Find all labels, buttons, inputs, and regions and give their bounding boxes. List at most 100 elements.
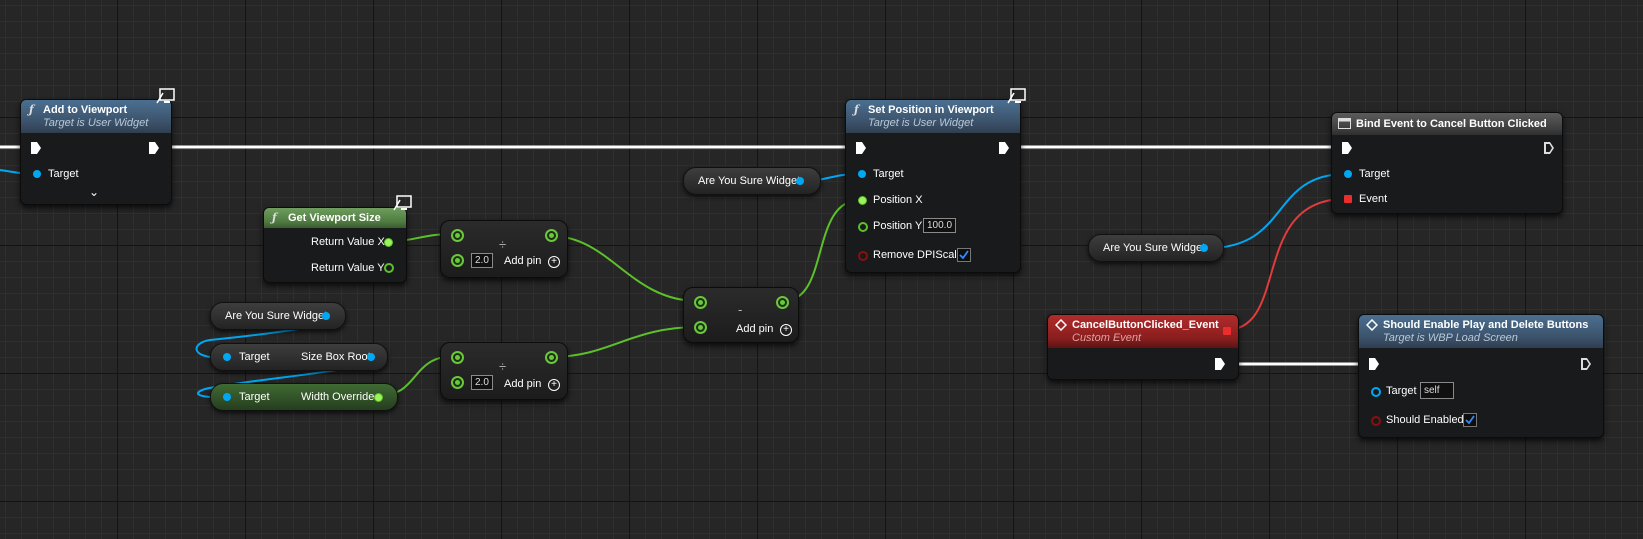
get-viewport-size-header[interactable]: ƒ Get Viewport Size bbox=[264, 208, 406, 228]
exec-out-pin[interactable] bbox=[1581, 358, 1591, 370]
target-label: Target bbox=[48, 168, 79, 180]
remove-dpi-pin[interactable] bbox=[858, 251, 868, 261]
bind-event-header[interactable]: Bind Event to Cancel Button Clicked bbox=[1332, 113, 1562, 135]
return-x-pin[interactable] bbox=[384, 238, 393, 247]
divide-operator: ÷ bbox=[499, 359, 507, 374]
should-enable-header[interactable]: Should Enable Play and Delete Buttons Ta… bbox=[1359, 315, 1603, 348]
position-y-pin[interactable] bbox=[858, 222, 868, 232]
add-to-viewport-node[interactable]: ƒ Add to Viewport Target is User Widget … bbox=[20, 99, 172, 205]
remove-dpi-label: Remove DPIScale bbox=[873, 249, 963, 261]
exec-in-pin[interactable] bbox=[1369, 358, 1379, 370]
return-y-label: Return Value Y bbox=[311, 262, 385, 274]
divide-input-a-pin[interactable] bbox=[451, 351, 464, 364]
checkmark-icon bbox=[959, 250, 969, 260]
divide-input-a-pin[interactable] bbox=[451, 229, 464, 242]
target-in-pin[interactable] bbox=[223, 353, 231, 361]
divide-input-b-pin[interactable] bbox=[451, 376, 464, 389]
function-icon: ƒ bbox=[272, 211, 277, 224]
delegate-out-pin[interactable] bbox=[1223, 327, 1231, 335]
monitor-icon bbox=[393, 195, 412, 211]
divide-output-pin[interactable] bbox=[545, 351, 558, 364]
position-x-pin[interactable] bbox=[858, 196, 867, 205]
add-pin-icon[interactable]: + bbox=[780, 324, 792, 336]
return-y-pin[interactable] bbox=[384, 263, 394, 273]
exec-in-pin[interactable] bbox=[1342, 142, 1352, 154]
are-you-sure-widget-getter[interactable]: Are You Sure Widget bbox=[1088, 234, 1224, 262]
subtract-input-a-pin[interactable] bbox=[694, 296, 707, 309]
divide-node-top[interactable]: 2.0 ÷ Add pin + bbox=[440, 220, 568, 278]
divide-input-b-pin[interactable] bbox=[451, 254, 464, 267]
add-pin-label[interactable]: Add pin bbox=[504, 255, 542, 267]
position-x-label: Position X bbox=[873, 194, 923, 206]
delegate-wire-event-to-bind bbox=[1225, 198, 1346, 331]
are-you-sure-widget-getter[interactable]: Are You Sure Widget bbox=[210, 302, 346, 330]
divisor-field[interactable]: 2.0 bbox=[471, 253, 493, 268]
target-label: Target bbox=[239, 351, 270, 363]
exec-out-pin[interactable] bbox=[1215, 358, 1225, 370]
node-title: Get Viewport Size bbox=[288, 212, 381, 224]
target-pin[interactable] bbox=[1371, 387, 1381, 397]
node-title: Add to Viewport bbox=[43, 104, 128, 116]
divide-output-pin[interactable] bbox=[545, 229, 558, 242]
add-pin-icon[interactable]: + bbox=[548, 256, 560, 268]
variable-label: Are You Sure Widget bbox=[698, 175, 801, 187]
should-enable-buttons-node[interactable]: Should Enable Play and Delete Buttons Ta… bbox=[1358, 314, 1604, 438]
add-to-viewport-header[interactable]: ƒ Add to Viewport Target is User Widget bbox=[21, 100, 171, 133]
target-in-pin[interactable] bbox=[223, 393, 231, 401]
exec-in-pin[interactable] bbox=[856, 142, 866, 154]
object-out-pin[interactable] bbox=[322, 312, 330, 320]
event-header[interactable]: CancelButtonClicked_Event Custom Event bbox=[1048, 315, 1238, 348]
subtract-operator: - bbox=[738, 302, 743, 317]
object-out-pin[interactable] bbox=[367, 353, 375, 361]
divide-operator: ÷ bbox=[499, 237, 507, 252]
checkmark-icon bbox=[1465, 415, 1475, 425]
target-label: Target bbox=[1359, 168, 1390, 180]
set-position-in-viewport-node[interactable]: ƒ Set Position in Viewport Target is Use… bbox=[845, 99, 1021, 273]
variable-label: Are You Sure Widget bbox=[225, 310, 328, 322]
node-title: Set Position in Viewport bbox=[868, 104, 994, 116]
exec-in-pin[interactable] bbox=[31, 142, 41, 154]
exec-out-pin[interactable] bbox=[149, 142, 159, 154]
target-pin[interactable] bbox=[33, 170, 41, 178]
subtract-output-pin[interactable] bbox=[776, 296, 789, 309]
monitor-icon bbox=[1007, 88, 1026, 104]
exec-out-pin[interactable] bbox=[1544, 142, 1554, 154]
are-you-sure-widget-getter[interactable]: Are You Sure Widget bbox=[683, 167, 821, 195]
float-out-pin[interactable] bbox=[374, 393, 383, 402]
subtract-node[interactable]: - Add pin + bbox=[683, 287, 799, 343]
add-pin-label[interactable]: Add pin bbox=[736, 323, 774, 335]
should-enabled-checkbox[interactable] bbox=[1463, 413, 1477, 427]
divisor-field[interactable]: 2.0 bbox=[471, 375, 493, 390]
return-x-label: Return Value X bbox=[311, 236, 385, 248]
should-enabled-pin[interactable] bbox=[1371, 416, 1381, 426]
target-label: Target bbox=[873, 168, 904, 180]
object-out-pin[interactable] bbox=[1200, 244, 1208, 252]
size-box-root-label: Size Box Root bbox=[301, 351, 371, 363]
size-box-root-getter[interactable]: Target Size Box Root bbox=[210, 343, 388, 371]
event-delegate-pin[interactable] bbox=[1344, 195, 1352, 203]
cancel-button-clicked-event-node[interactable]: CancelButtonClicked_Event Custom Event bbox=[1047, 314, 1239, 380]
position-y-field[interactable]: 100.0 bbox=[923, 218, 957, 233]
target-label: Target bbox=[1386, 385, 1417, 397]
set-position-header[interactable]: ƒ Set Position in Viewport Target is Use… bbox=[846, 100, 1020, 133]
get-viewport-size-node[interactable]: ƒ Get Viewport Size Return Value X Retur… bbox=[263, 207, 407, 283]
divide-node-bottom[interactable]: 2.0 ÷ Add pin + bbox=[440, 342, 568, 400]
bind-event-node[interactable]: Bind Event to Cancel Button Clicked Targ… bbox=[1331, 112, 1563, 214]
add-pin-label[interactable]: Add pin bbox=[504, 378, 542, 390]
object-out-pin[interactable] bbox=[796, 177, 804, 185]
position-y-label: Position Y bbox=[873, 220, 923, 232]
chevron-down-icon[interactable]: ⌄ bbox=[89, 185, 100, 199]
remove-dpi-checkbox[interactable] bbox=[957, 248, 971, 262]
function-icon: ƒ bbox=[29, 103, 34, 116]
node-subtitle: Target is WBP Load Screen bbox=[1383, 332, 1518, 344]
target-pin[interactable] bbox=[1344, 170, 1352, 178]
target-pin[interactable] bbox=[858, 170, 866, 178]
add-pin-icon[interactable]: + bbox=[548, 379, 560, 391]
subtract-input-b-pin[interactable] bbox=[694, 321, 707, 334]
target-self-field[interactable]: self bbox=[1420, 382, 1454, 399]
width-override-getter[interactable]: Target Width Override bbox=[210, 383, 398, 411]
should-enabled-label: Should Enabled bbox=[1386, 414, 1464, 426]
exec-out-pin[interactable] bbox=[999, 142, 1009, 154]
node-subtitle: Target is User Widget bbox=[868, 117, 974, 129]
